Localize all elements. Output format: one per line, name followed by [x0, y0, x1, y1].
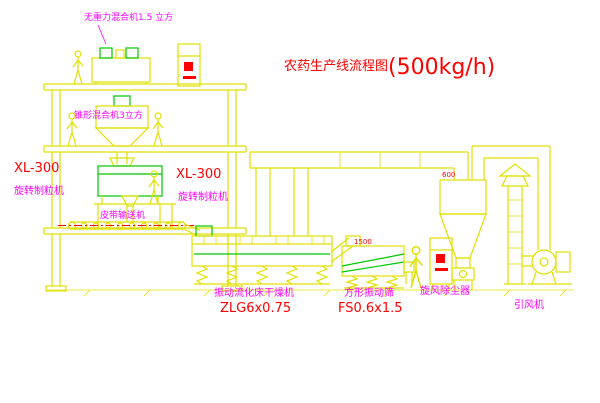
control-cabinet-bottom — [429, 237, 453, 290]
rotary-valve — [451, 267, 475, 281]
label-granulator-model-center: XL-300 — [176, 167, 221, 182]
label-belt-conveyor: 皮带输送机 — [100, 209, 145, 221]
spring — [285, 265, 299, 285]
exhaust-duct — [249, 151, 469, 236]
spring — [315, 265, 329, 285]
zero-gravity-mixer — [91, 24, 151, 84]
ground-line — [46, 289, 574, 297]
stack-rain-cap — [498, 163, 532, 177]
stack-cap — [501, 175, 529, 187]
fan-motor — [555, 251, 571, 273]
label-granulator-center: 旋转制粒机 — [178, 190, 228, 203]
person-roof — [72, 50, 84, 85]
label-induced-draft-fan: 引风机 — [514, 298, 544, 311]
label-dryer-model: ZLG6x0.75 — [220, 301, 291, 316]
control-cabinet-top — [177, 43, 201, 87]
diagram-title-capacity: (500kg/h) — [388, 55, 495, 80]
dim-screen-width: 1500 — [354, 238, 372, 246]
label-screen-model: FS0.6x1.5 — [338, 301, 403, 316]
vibrating-screen — [330, 235, 415, 292]
indicator-red-strip — [183, 76, 196, 79]
indicator-red-strip — [435, 268, 448, 271]
spring — [225, 265, 239, 285]
label-cyclone: 旋风除尘器 — [420, 284, 470, 297]
fan-outlet-duct — [522, 255, 533, 267]
label-second-mixer: 锥形混合机3立方 — [74, 109, 143, 121]
label-vibrating-screen: 方形振动筛 — [344, 286, 394, 299]
fluid-bed-dryer — [191, 235, 333, 285]
label-granulator-model-left: XL-300 — [14, 161, 59, 176]
exhaust-stack — [498, 163, 532, 285]
person-second-floor-right — [152, 112, 164, 147]
screen-outlet — [403, 261, 415, 273]
cyclone-exhaust-pipe — [471, 145, 551, 250]
label-fluid-bed-dryer: 振动流化床干燥机 — [214, 286, 294, 299]
belt-conveyor — [58, 221, 196, 230]
conical-mixer — [94, 95, 150, 164]
label-granulator-left: 旋转制粒机 — [14, 184, 64, 197]
dim-cyclone-outlet: 600 — [442, 171, 455, 179]
label-top-mixer: 无重力混合机1.5 立方 — [84, 11, 173, 23]
spring — [195, 265, 209, 285]
label-leader-line — [97, 24, 107, 45]
diagram-title: 农药生产线流程图 — [284, 59, 388, 74]
indicator-red-square — [436, 254, 445, 263]
granulator-platform — [94, 196, 176, 228]
indicator-red-square — [184, 62, 193, 71]
induced-draft-fan — [522, 249, 572, 285]
spring — [255, 265, 269, 285]
cyclone-dust-collector — [439, 179, 487, 290]
